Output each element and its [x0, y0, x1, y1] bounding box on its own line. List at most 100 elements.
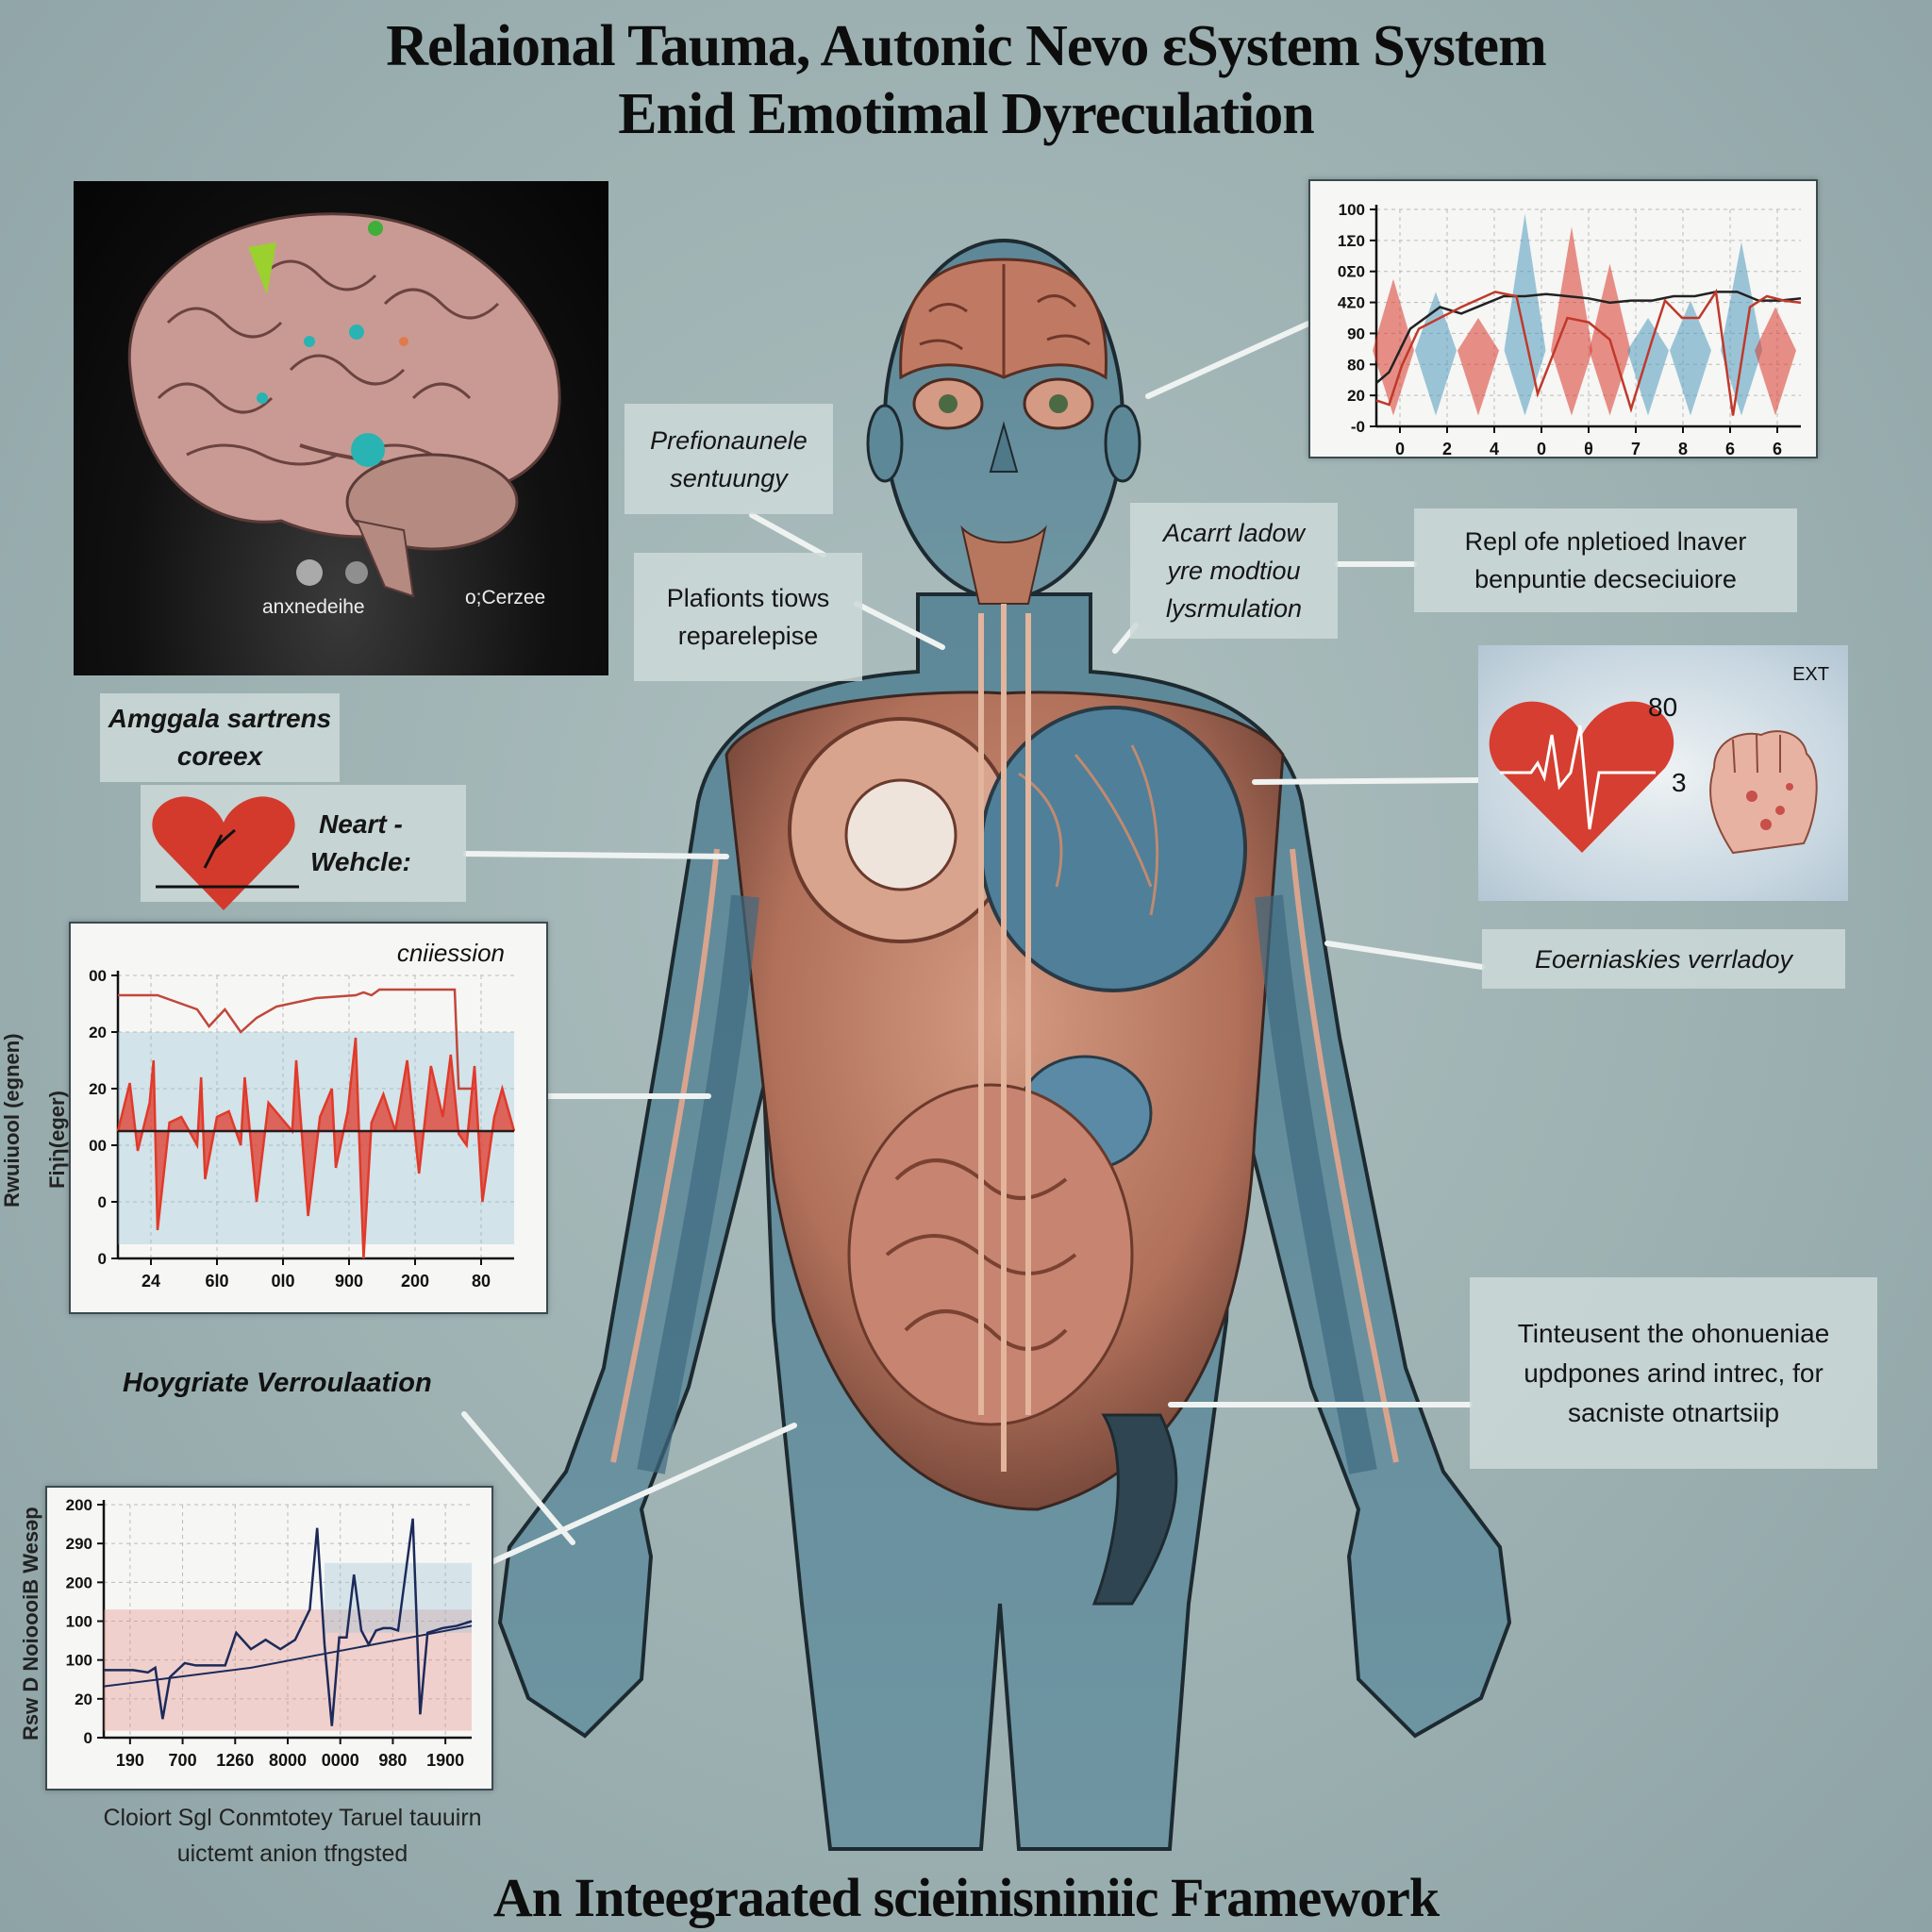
- y-tick-label: 20: [75, 1690, 92, 1708]
- label-hoygriate: Hoygriate Verroulaation: [123, 1368, 432, 1398]
- y-tick-label: 290: [66, 1535, 92, 1553]
- leader-lines: [461, 321, 1485, 1565]
- brain-label-left: anxnedeihe: [262, 596, 365, 618]
- y-tick-label: 1Σ0: [1338, 232, 1365, 250]
- x-tick-label: 0: [1537, 440, 1546, 457]
- signal-band: [1457, 318, 1499, 416]
- brain-scan-panel: anxnedeihe o;Cerzee: [74, 181, 608, 675]
- heart-fist-panel: EXT 80 3: [1478, 645, 1848, 901]
- x-tick-label: 980: [378, 1751, 407, 1770]
- lung-organ: [979, 706, 1247, 992]
- label-acarrt: Acarrt ladow yre modtiou lysrmulation: [1130, 503, 1338, 639]
- label-amggala-line1: Amggala sartrens: [108, 704, 332, 733]
- y-tick-label: 200: [66, 1574, 92, 1591]
- heart-panel-value-top: 80: [1648, 692, 1678, 722]
- y-tick-label: 20: [89, 1024, 107, 1041]
- chart-title: cniiession: [397, 939, 505, 967]
- fist-icon: [1709, 730, 1818, 855]
- y-tick-label: -0: [1351, 418, 1365, 436]
- x-tick-label: 80: [472, 1272, 491, 1291]
- chart-bottom-caption-line1: Cloiort Sgl Conmtotey Taruel tauuirn: [103, 1805, 482, 1831]
- label-amggala-line2: coreex: [176, 741, 263, 771]
- y-tick-label: 0: [98, 1193, 107, 1211]
- y-tick-label: 00: [89, 967, 107, 985]
- label-repl: Repl ofe npletioed lnaver benpuntie decs…: [1414, 508, 1797, 612]
- y-tick-label: 20: [89, 1080, 107, 1098]
- label-acarrt-line3: lysrmulation: [1165, 594, 1303, 623]
- label-tinteusent-line2: updpones arind intrec, for: [1524, 1357, 1824, 1388]
- main-title-line1: Relaional Tauma, Autonic Nevo ɛSystem Sy…: [386, 14, 1546, 78]
- series-black: [1375, 291, 1802, 384]
- label-repl-line2: benpuntie decseciuiore: [1474, 565, 1737, 593]
- y-tick-label: 0: [84, 1729, 92, 1747]
- series-top-red: [118, 988, 475, 1091]
- y-tick-label: 100: [66, 1652, 92, 1670]
- label-repl-line1: Repl ofe npletioed lnaver: [1464, 527, 1747, 556]
- series-trend: [103, 1624, 473, 1688]
- signal-band: [1504, 213, 1546, 416]
- y-tick-label: 100: [1339, 201, 1365, 219]
- chart-bottom-caption: Cloiort Sgl Conmtotey Taruel tauuirn uic…: [38, 1800, 547, 1872]
- main-title-line2: Enid Emotimal Dyreculation: [618, 82, 1315, 146]
- signal-band: [1755, 307, 1796, 416]
- label-tinteusent: Tinteusent the ohonueniae updpones arind…: [1470, 1277, 1877, 1469]
- chart-left-middle-ylabel: Fiɿiɿ(eger): [45, 1091, 69, 1189]
- label-prefrontal: Prefionaunele sentuungy: [625, 404, 833, 514]
- y-tick-label: 20: [1347, 387, 1365, 405]
- y-tick-label: 100: [66, 1613, 92, 1631]
- label-plafionts-line1: Plafionts tiows: [666, 584, 830, 612]
- label-plafionts: Plafionts tiows reparelepise: [634, 553, 862, 681]
- series-red: [1375, 288, 1802, 416]
- brain-label-right: o;Cerzee: [465, 587, 546, 608]
- label-amggala: Amggala sartrens coreex: [100, 693, 340, 782]
- chart-left-middle-ylabel-outer: Rwuiuool (egnen): [0, 1033, 24, 1208]
- y-tick-label: 00: [89, 1137, 107, 1155]
- x-tick-label: 1900: [426, 1751, 464, 1770]
- x-tick-label: 0: [1395, 440, 1405, 457]
- signal-band: [1415, 291, 1457, 416]
- x-tick-label: 24: [142, 1272, 160, 1291]
- x-tick-label: 8000: [269, 1751, 307, 1770]
- x-tick-label: 4: [1490, 440, 1499, 457]
- x-tick-label: 2: [1442, 440, 1452, 457]
- heart-icon: [152, 796, 299, 910]
- x-tick-label: 700: [169, 1751, 197, 1770]
- y-tick-label: 200: [66, 1496, 92, 1514]
- y-tick-label: 4Σ0: [1338, 294, 1365, 312]
- series-signal: [116, 1037, 516, 1259]
- signal-band: [1373, 278, 1414, 416]
- x-tick-label: 900: [335, 1272, 363, 1291]
- signal-band: [1670, 300, 1711, 416]
- x-tick-label: θ: [1584, 440, 1593, 457]
- x-tick-label: 7: [1631, 440, 1641, 457]
- y-tick-label: 80: [1347, 356, 1365, 374]
- label-tinteusent-line1: Tinteusent the ohonueniae: [1517, 1318, 1830, 1348]
- x-tick-label: 190: [116, 1751, 144, 1770]
- y-tick-label: 90: [1347, 325, 1365, 342]
- intestines-organ: [847, 1083, 1134, 1426]
- y-tick-label: 0Σ0: [1338, 263, 1365, 281]
- signal-band: [1551, 226, 1592, 416]
- label-acarrt-line1: Acarrt ladow: [1162, 519, 1306, 547]
- label-tinteusent-line3: sacniste otnartsiip: [1567, 1397, 1780, 1427]
- brain-illustration: [127, 212, 561, 598]
- signal-band: [1721, 242, 1762, 416]
- series-navy: [104, 1518, 473, 1726]
- signal-band: [1627, 318, 1669, 416]
- limb-vessels: [610, 848, 1399, 1474]
- torso-organs: [724, 604, 1285, 1606]
- label-neart-line1: Neart -: [319, 809, 403, 839]
- head-anatomy: [899, 258, 1108, 605]
- label-neart: Neart - Wehcle:: [141, 785, 466, 910]
- chart-bottom-caption-line2: uictemt anion tfngsted: [176, 1840, 408, 1867]
- label-plafionts-line2: reparelepise: [677, 622, 819, 650]
- label-neart-line2: Wehcle:: [310, 847, 411, 876]
- ecg-heart-icon: [1489, 701, 1674, 853]
- x-tick-label: 6: [1773, 440, 1782, 457]
- x-tick-label: 8: [1678, 440, 1688, 457]
- label-prefrontal-line2: sentuungy: [670, 463, 788, 492]
- x-tick-label: 6l0: [205, 1272, 228, 1291]
